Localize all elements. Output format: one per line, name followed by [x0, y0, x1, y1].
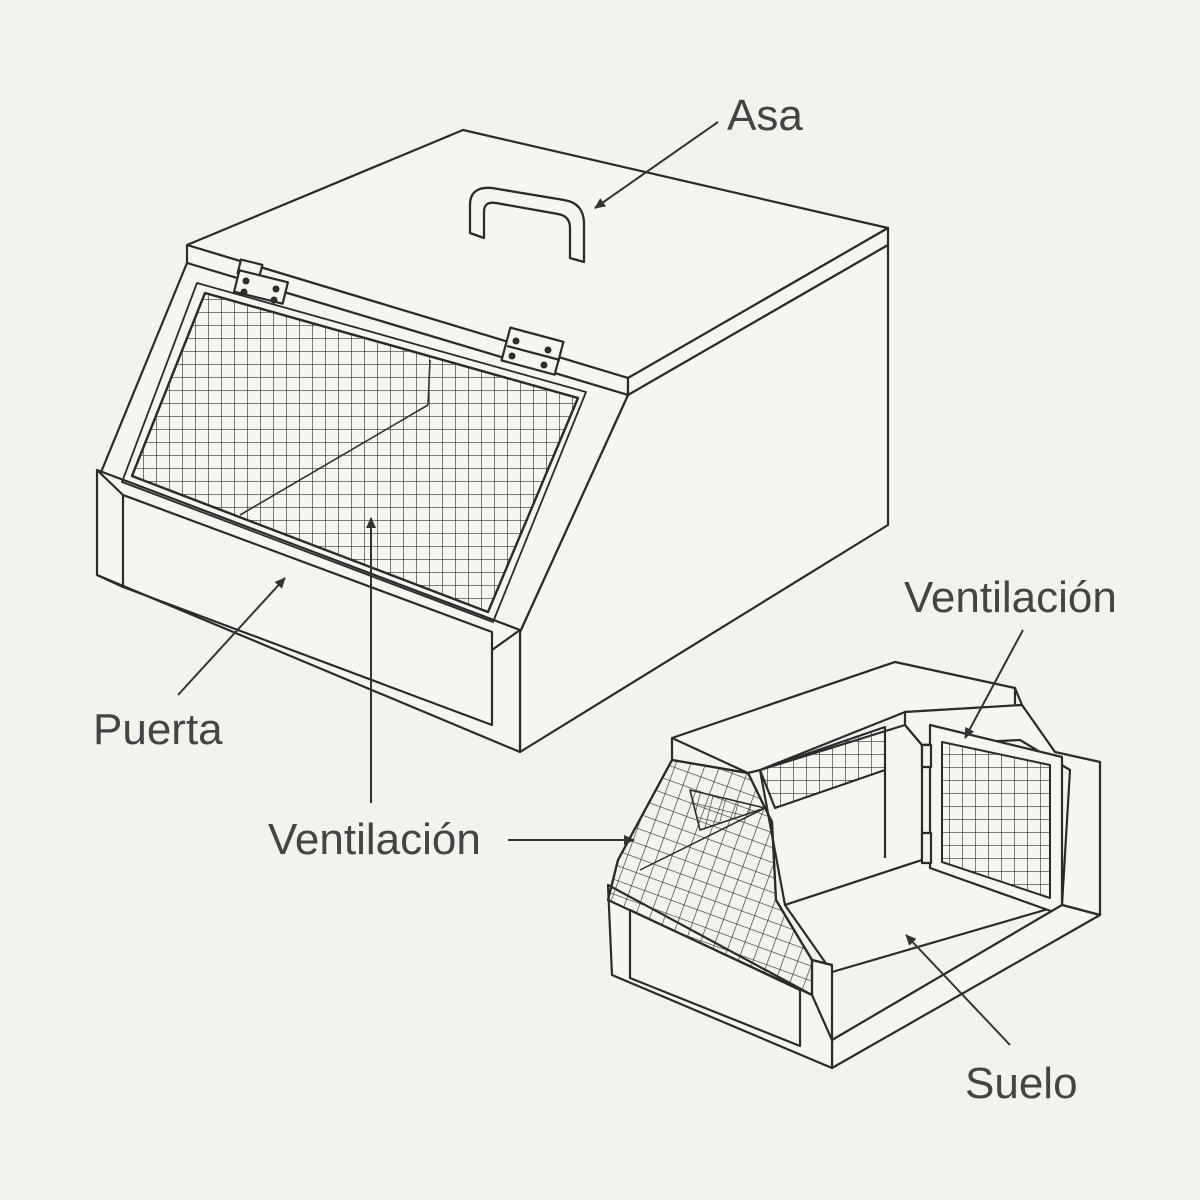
closed-carrier	[95, 128, 890, 754]
arrow-asa	[594, 121, 719, 209]
side-door-mesh	[941, 741, 1051, 899]
label-ventilacion-center: Ventilación	[268, 815, 481, 864]
lower-front-panel	[95, 468, 522, 754]
label-suelo: Suelo	[965, 1059, 1078, 1108]
hinge-left	[232, 258, 290, 305]
label-asa: Asa	[727, 91, 803, 140]
hinge-right	[500, 326, 565, 376]
lower-panel-inner	[121, 493, 494, 727]
label-puerta: Puerta	[93, 705, 223, 754]
annotation-arrows	[177, 121, 1024, 1046]
door-hinge-bottom	[920, 831, 933, 865]
door-hinge-top	[920, 743, 933, 769]
inner-mesh-flap	[689, 789, 766, 831]
label-ventilacion-right: Ventilación	[904, 573, 1117, 622]
arrow-suelo	[905, 934, 1011, 1046]
open-carrier	[606, 660, 1102, 1070]
arrow-puerta	[177, 577, 286, 696]
arrow-ventilacion-right	[964, 629, 1024, 739]
handle-icon	[468, 186, 586, 264]
